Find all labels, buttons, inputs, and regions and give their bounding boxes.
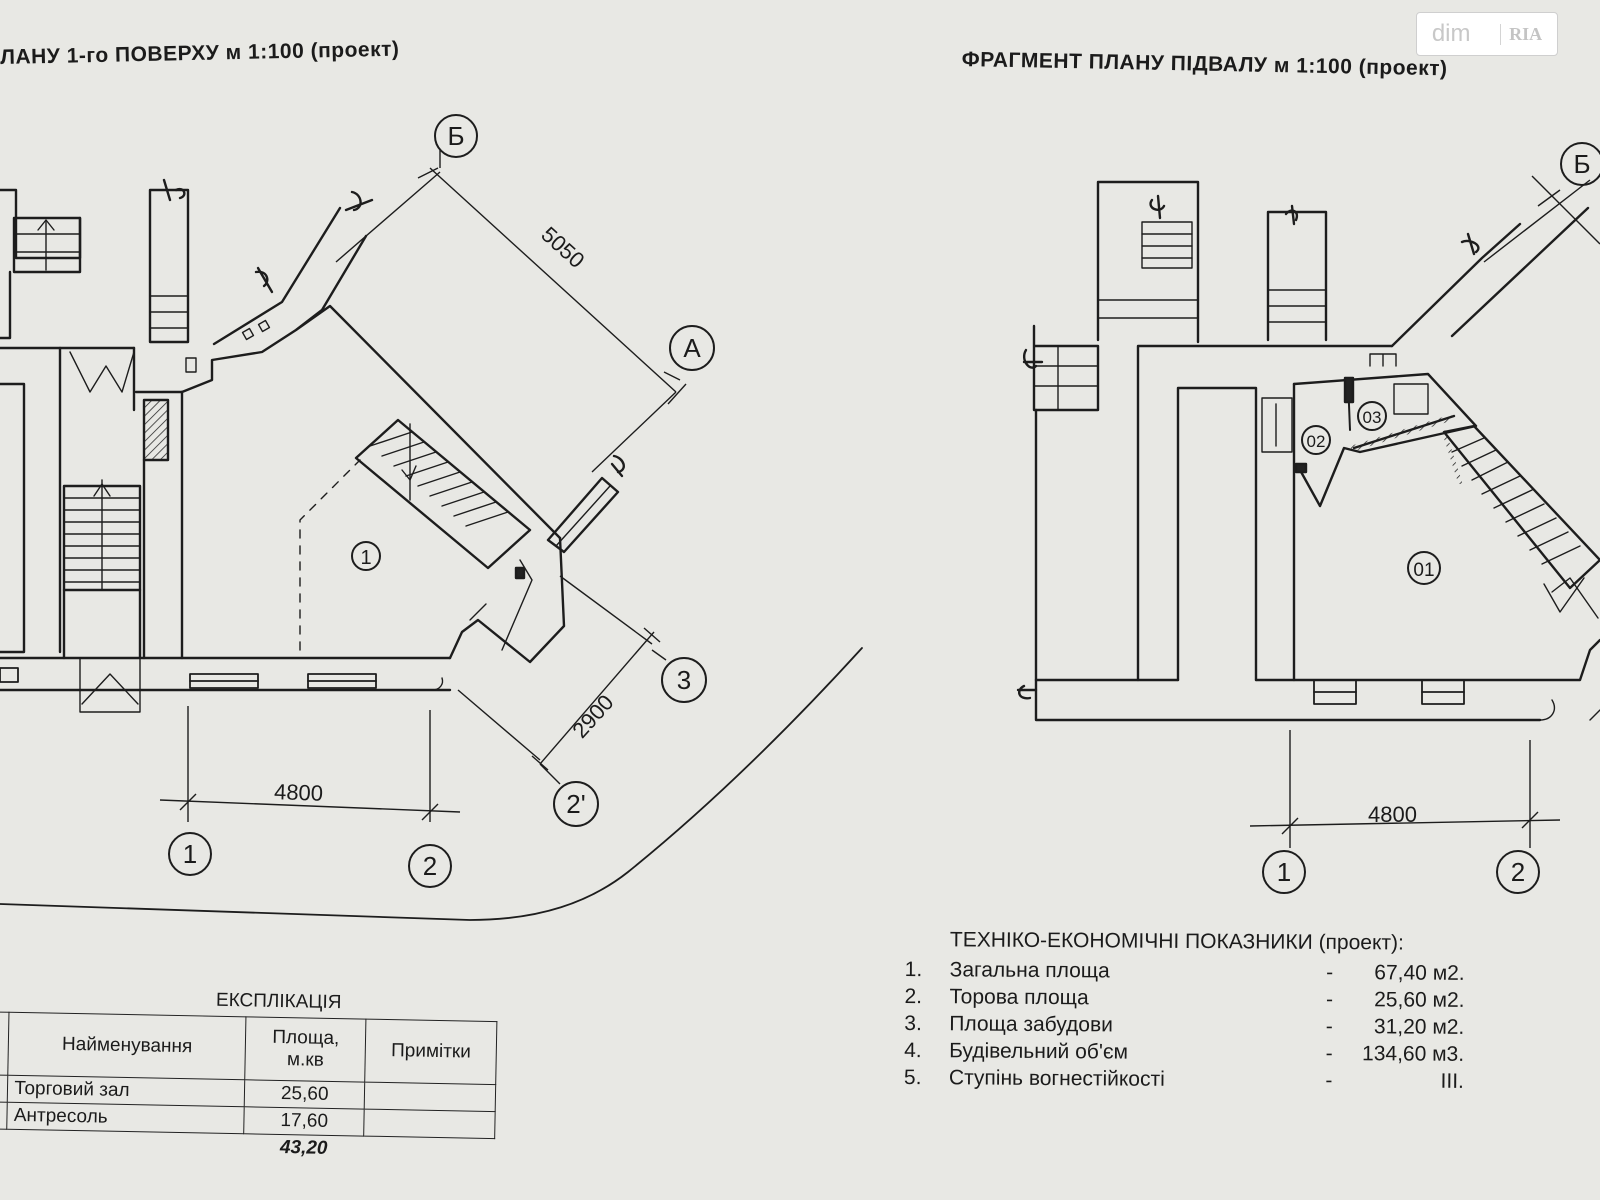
room-area-cell: 17,60 xyxy=(243,1106,365,1137)
axis-bubble xyxy=(553,781,599,827)
room-marker xyxy=(1301,425,1331,455)
dimension-label: 5050 xyxy=(536,222,589,273)
first-floor-axis-markers xyxy=(168,114,715,888)
list-item: 5. Ступінь вогнестійкості - III. xyxy=(903,1065,1465,1093)
watermark-brand: dim xyxy=(1431,20,1471,47)
room-marker xyxy=(351,541,381,571)
axis-label-3: 3 xyxy=(677,665,691,695)
notes-cell xyxy=(364,1082,496,1112)
axis-bubble xyxy=(1560,142,1600,186)
axis-bubble xyxy=(408,844,452,888)
explication-table-block: ЕКСПЛІКАЦІЯ п Найменування Площа, м.кв П… xyxy=(0,985,498,1165)
list-item: 4. Будівельний об'єм - 134,60 м3. xyxy=(904,1038,1465,1066)
axis-bubble xyxy=(669,325,715,371)
first-floor-plan xyxy=(0,178,863,921)
total-area: 43,20 xyxy=(279,1136,328,1159)
axis-bubble xyxy=(434,114,478,158)
dimension-label: 4800 xyxy=(1368,802,1417,827)
axis-bubble xyxy=(1262,850,1306,894)
table-header-row: п Найменування Площа, м.кв Примітки xyxy=(0,1011,497,1085)
dimension-label: 2900 xyxy=(567,690,618,743)
watermark-ria-logo: RIA xyxy=(1500,23,1542,45)
axis-label-2: 2 xyxy=(1511,857,1525,887)
axis-bubble xyxy=(661,657,707,703)
column-header: Площа, м.кв xyxy=(244,1016,367,1083)
basement-plan xyxy=(1016,180,1600,722)
room-marker xyxy=(1407,551,1441,585)
axis-label-b: Б xyxy=(447,121,464,151)
indicators-caption: ТЕХНІКО-ЕКОНОМІЧНІ ПОКАЗНИКИ (проект): xyxy=(949,928,1404,955)
axis-label-1: 1 xyxy=(1277,857,1291,887)
room-marker xyxy=(1357,401,1387,431)
basement-axis-markers xyxy=(1262,142,1600,894)
axis-label-1: 1 xyxy=(183,839,197,869)
axis-label-b: Б xyxy=(1573,149,1590,179)
axis-label-a: А xyxy=(683,333,701,363)
dimension-label: 4800 xyxy=(274,779,324,806)
list-item: 3. Площа забудови - 31,20 м2. xyxy=(904,1011,1465,1039)
room-number: 01 xyxy=(1413,560,1434,581)
room-number: 1 xyxy=(360,547,371,569)
first-floor-dimensions xyxy=(159,150,687,822)
column-header: Найменування xyxy=(8,1012,247,1080)
column-header: Примітки xyxy=(365,1019,497,1085)
list-item: 1. Загальна площа - 67,40 м2. xyxy=(904,957,1465,985)
axis-bubble xyxy=(1496,850,1540,894)
axis-label-2: 2 xyxy=(423,851,437,881)
room-number: 02 xyxy=(1307,432,1326,451)
axis-bubble xyxy=(168,832,212,876)
basement-dimensions xyxy=(1249,175,1600,848)
room-area-cell: 25,60 xyxy=(244,1079,366,1110)
explication-table: п Найменування Площа, м.кв Примітки Торг… xyxy=(0,1011,497,1165)
technical-indicators: ТЕХНІКО-ЕКОНОМІЧНІ ПОКАЗНИКИ (проект): 1… xyxy=(904,928,1465,1095)
list-item: 2. Торова площа - 25,60 м2. xyxy=(904,984,1465,1012)
axis-label-2-prime: 2' xyxy=(566,789,585,819)
notes-cell xyxy=(363,1109,496,1139)
dim-ria-watermark: dim RIA xyxy=(1416,12,1558,56)
room-number: 03 xyxy=(1363,408,1382,427)
